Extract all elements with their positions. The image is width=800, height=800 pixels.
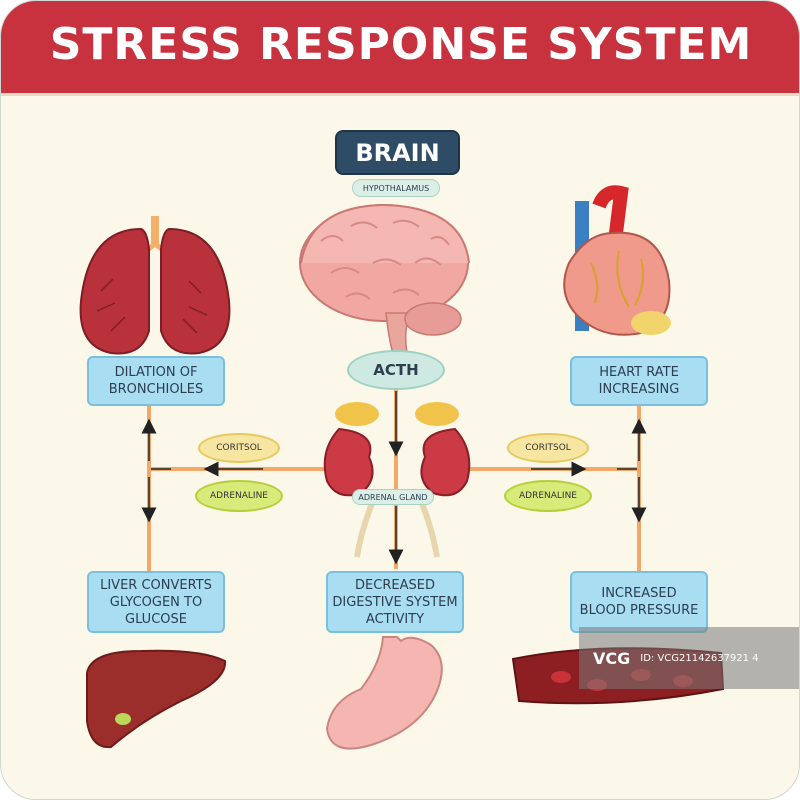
effect-liver-line-1: LIVER CONVERTS bbox=[100, 577, 212, 593]
effect-blood-line-2: BLOOD PRESSURE bbox=[579, 603, 699, 618]
effect-lungs-line-1: DILATION OF bbox=[114, 365, 198, 380]
adrenaline-pill-right: ADRENALINE bbox=[504, 480, 592, 512]
header-banner bbox=[1, 1, 799, 96]
lungs-illustration bbox=[79, 216, 231, 355]
watermark-id: ID: VCG21142637921 4 bbox=[640, 652, 759, 664]
kidneys-illustration bbox=[323, 402, 471, 558]
brain-label: BRAIN bbox=[335, 130, 460, 175]
effect-box-heart: HEART RATE INCREASING bbox=[570, 356, 708, 406]
adrenaline-pill-left: ADRENALINE bbox=[195, 480, 283, 512]
effect-digestive-line-3: ACTIVITY bbox=[365, 611, 425, 627]
effect-box-blood: INCREASED BLOOD PRESSURE bbox=[570, 571, 708, 633]
cortisol-pill-right: CORITSOL bbox=[507, 433, 589, 463]
adrenal-gland-label: ADRENAL GLAND bbox=[352, 489, 434, 505]
effect-liver-line-2: GLYCOGEN TO bbox=[109, 594, 203, 610]
effect-box-digestive: DECREASED DIGESTIVE SYSTEM ACTIVITY bbox=[326, 571, 464, 633]
heart-illustration bbox=[563, 185, 671, 336]
effect-lungs-line-2: BRONCHIOLES bbox=[108, 382, 204, 397]
effect-box-liver: LIVER CONVERTS GLYCOGEN TO GLUCOSE bbox=[87, 571, 225, 633]
effect-box-lungs: DILATION OF BRONCHIOLES bbox=[87, 356, 225, 406]
page-title: STRESS RESPONSE SYSTEM bbox=[49, 19, 753, 70]
acth-label: ACTH bbox=[347, 350, 445, 390]
cortisol-pill-left: CORITSOL bbox=[198, 433, 280, 463]
watermark: VCG ID: VCG21142637921 4 bbox=[579, 627, 799, 689]
effect-heart-line-2: INCREASING bbox=[598, 382, 680, 397]
brain-illustration bbox=[299, 203, 470, 354]
effect-liver-line-3: GLUCOSE bbox=[125, 611, 187, 627]
effect-digestive-line-1: DECREASED bbox=[355, 577, 435, 593]
watermark-logo: VCG bbox=[593, 648, 631, 668]
effect-heart-line-1: HEART RATE bbox=[599, 365, 679, 380]
liver-illustration bbox=[86, 649, 227, 749]
stomach-illustration bbox=[325, 636, 443, 750]
effect-digestive-line-2: DIGESTIVE SYSTEM bbox=[332, 594, 458, 610]
effect-blood-line-1: INCREASED bbox=[601, 586, 677, 601]
hypothalamus-label: HYPOTHALAMUS bbox=[352, 179, 440, 197]
